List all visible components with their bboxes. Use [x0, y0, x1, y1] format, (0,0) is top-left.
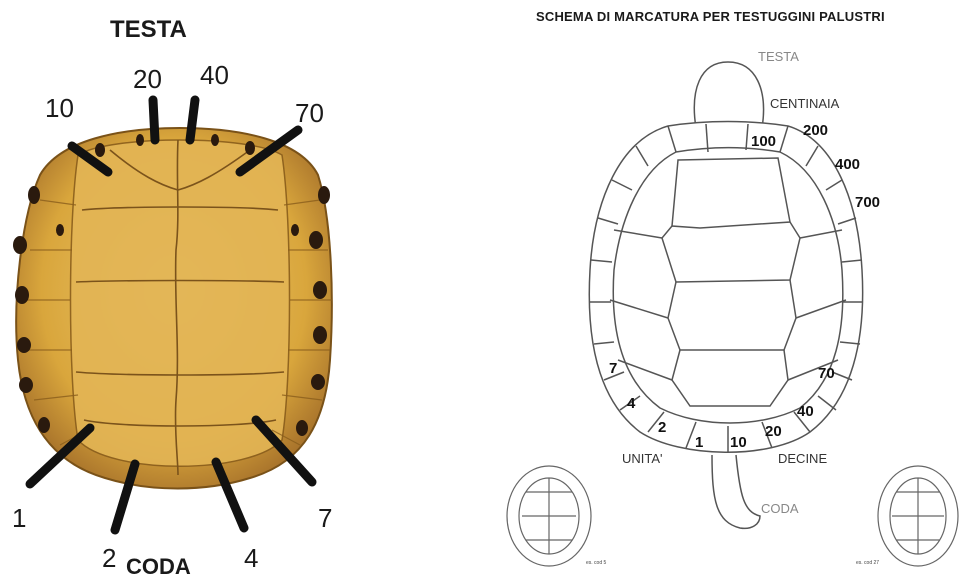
left-mark-40: 40 [200, 62, 229, 88]
tens-40: 40 [797, 403, 814, 420]
right-head-label: TESTA [758, 50, 799, 63]
tens-20: 20 [765, 423, 782, 440]
left-mark-20: 20 [133, 66, 162, 92]
right-tens-label: DECINE [778, 452, 827, 465]
example-turtle-right [878, 466, 958, 566]
tens-70: 70 [818, 365, 835, 382]
left-tail-label: CODA [126, 556, 191, 578]
hundreds-400: 400 [835, 156, 860, 173]
units-2: 2 [658, 419, 666, 436]
hundreds-700: 700 [855, 194, 880, 211]
hundreds-100: 100 [751, 133, 776, 150]
left-mark-10: 10 [45, 95, 74, 121]
right-hundreds-label: CENTINAIA [770, 97, 839, 110]
right-tail-label: CODA [761, 502, 799, 515]
tens-10: 10 [730, 434, 747, 451]
right-head-outline [694, 62, 763, 128]
hundreds-200: 200 [803, 122, 828, 139]
left-turtle-shell [13, 128, 332, 489]
example-left-caption: es. cod 5 [586, 561, 606, 566]
left-mark-7: 7 [318, 505, 332, 531]
left-mark-1: 1 [12, 505, 26, 531]
units-1: 1 [695, 434, 703, 451]
left-mark-4: 4 [244, 545, 258, 571]
example-right-caption: es. cod 27 [856, 561, 879, 566]
left-head-label: TESTA [110, 18, 187, 42]
left-mark-2: 2 [102, 545, 116, 571]
example-turtle-left [507, 466, 591, 566]
right-units-label: UNITA' [622, 452, 663, 465]
right-tail-outline [712, 455, 760, 528]
right-title: SCHEMA DI MARCATURA PER TESTUGGINI PALUS… [536, 10, 885, 23]
units-7: 7 [609, 360, 617, 377]
units-4: 4 [627, 395, 636, 412]
left-mark-70: 70 [295, 100, 324, 126]
